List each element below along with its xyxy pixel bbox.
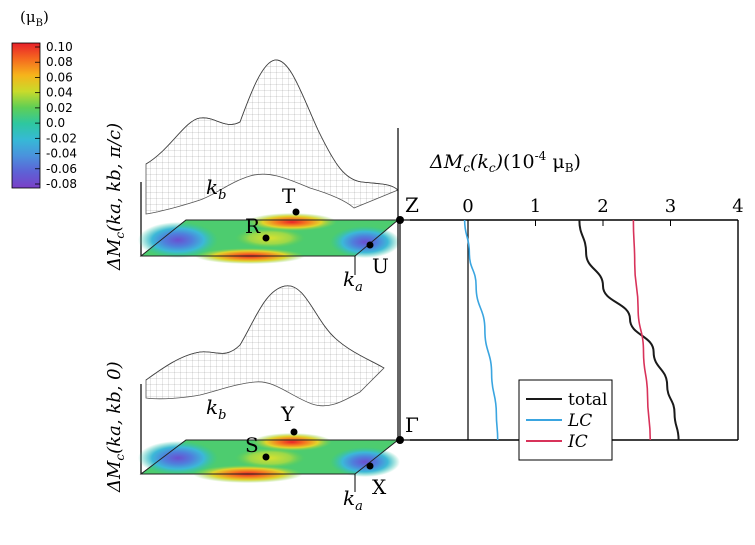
colorbar-tick-label: -0.02 [46,131,77,145]
top-kb-sub: b [218,188,226,203]
top-kb-label: k [206,175,218,199]
chart-x-tick-label: 3 [665,196,676,217]
colorbar-tick-label: 0.10 [46,40,73,54]
point-X-label: X [372,475,387,499]
bottom-ylabel-rest: a, kb, 0) [104,361,125,436]
svg-text:(μB): (μB) [20,8,49,29]
colorbar-swatches [11,42,41,189]
top-ylabel-rest: a, kb, π/c) [104,123,125,214]
point-T-label: T [282,184,296,208]
point-U-label: U [372,254,389,278]
colorbar-tick-label: -0.08 [46,177,77,191]
colorbar-tick-labels: 0.100.080.06 0.040.020.0-0.02 -0.04-0.06-0… [46,40,77,191]
colorbar: (μB) 0.100.080.060.040.020.0-0.02-0.04-0… [11,8,77,191]
point-T-dot [292,208,300,216]
series-line-lc [463,219,499,441]
top-ka-label: k [343,267,355,291]
bottom-ylabel-sub: c [113,454,127,461]
point-X-dot [366,462,374,470]
bottom-ylabel-args: (k [104,436,125,454]
colorbar-tick-label: 0.02 [46,101,73,115]
bottom-ylabel-prefix: ΔM [104,460,125,493]
bottom-surface-mesh [145,285,385,407]
legend-label-total: total [568,390,607,410]
chart-series [463,219,680,441]
point-S-dot [262,453,270,461]
point-Y-label: Y [280,402,295,426]
svg-text:kb: kb [206,175,226,203]
colorbar-tick-label: 0.08 [46,55,73,69]
top-panel: kb ka T R U ΔMc(ka, kb, π/c) [104,59,400,295]
top-ylabel-args: (k [104,214,125,232]
chart-title: ΔMc(kc)(10-4 μB) [429,149,581,175]
chart-x-tick-label: 1 [530,196,541,217]
svg-text:kb: kb [206,395,226,423]
colorbar-tick-label: 0.0 [46,116,65,130]
svg-text:ΔMc(ka, kb, 0): ΔMc(ka, kb, 0) [104,361,127,493]
point-Y-dot [290,428,298,436]
chart-x-tick-label: 4 [732,196,743,217]
svg-text:ka: ka [343,486,363,514]
top-ylabel-sub: c [113,232,127,239]
series-line-ic [632,219,652,441]
colorbar-tick-label: -0.06 [46,162,77,176]
svg-text:ka: ka [343,267,363,295]
point-Gamma-label: Γ [405,413,419,437]
bottom-kb-label: k [206,395,218,419]
bottom-surface-top-edge [145,285,385,381]
bottom-contour-map [138,433,400,492]
point-R-dot [262,234,270,242]
top-ka-sub: a [355,280,363,295]
legend-label-ic: IC [567,432,588,452]
chart-x-ticks: 0 1 2 3 4 [462,196,744,226]
colorbar-tick-label: -0.04 [46,147,77,161]
chart-x-tick-label: 0 [462,196,473,217]
point-U-dot [366,241,374,249]
point-S-label: S [245,433,259,457]
colorbar-unit-sub: B [36,18,43,29]
bottom-kb-sub: b [218,408,226,423]
legend-label-lc: LC [567,411,592,431]
bottom-ka-label: k [343,486,355,510]
colorbar-unit: (μ [20,8,36,26]
bottom-ka-sub: a [355,499,363,514]
colorbar-unit-close: ) [43,8,49,26]
chart-x-tick-label: 2 [597,196,608,217]
top-surface-top-edge [145,59,399,191]
top-ylabel-prefix: ΔM [104,238,125,271]
colorbar-tick-label: 0.06 [46,70,73,84]
colorbar-tick-label: 0.04 [46,86,73,100]
point-Z-dot [396,216,404,224]
colorbar-gradient [11,42,41,189]
svg-text:ΔMc(ka, kb, π/c): ΔMc(ka, kb, π/c) [104,123,127,271]
top-contour-map [138,213,400,275]
point-Z-label: Z [405,193,419,217]
kz-connector: Z Γ [396,193,419,444]
top-surface-mesh [145,59,399,215]
bottom-panel: kb ka Y S X ΔMc(ka, kb, 0) [104,220,400,514]
point-R-label: R [245,214,261,238]
point-Gamma-dot [396,436,404,444]
